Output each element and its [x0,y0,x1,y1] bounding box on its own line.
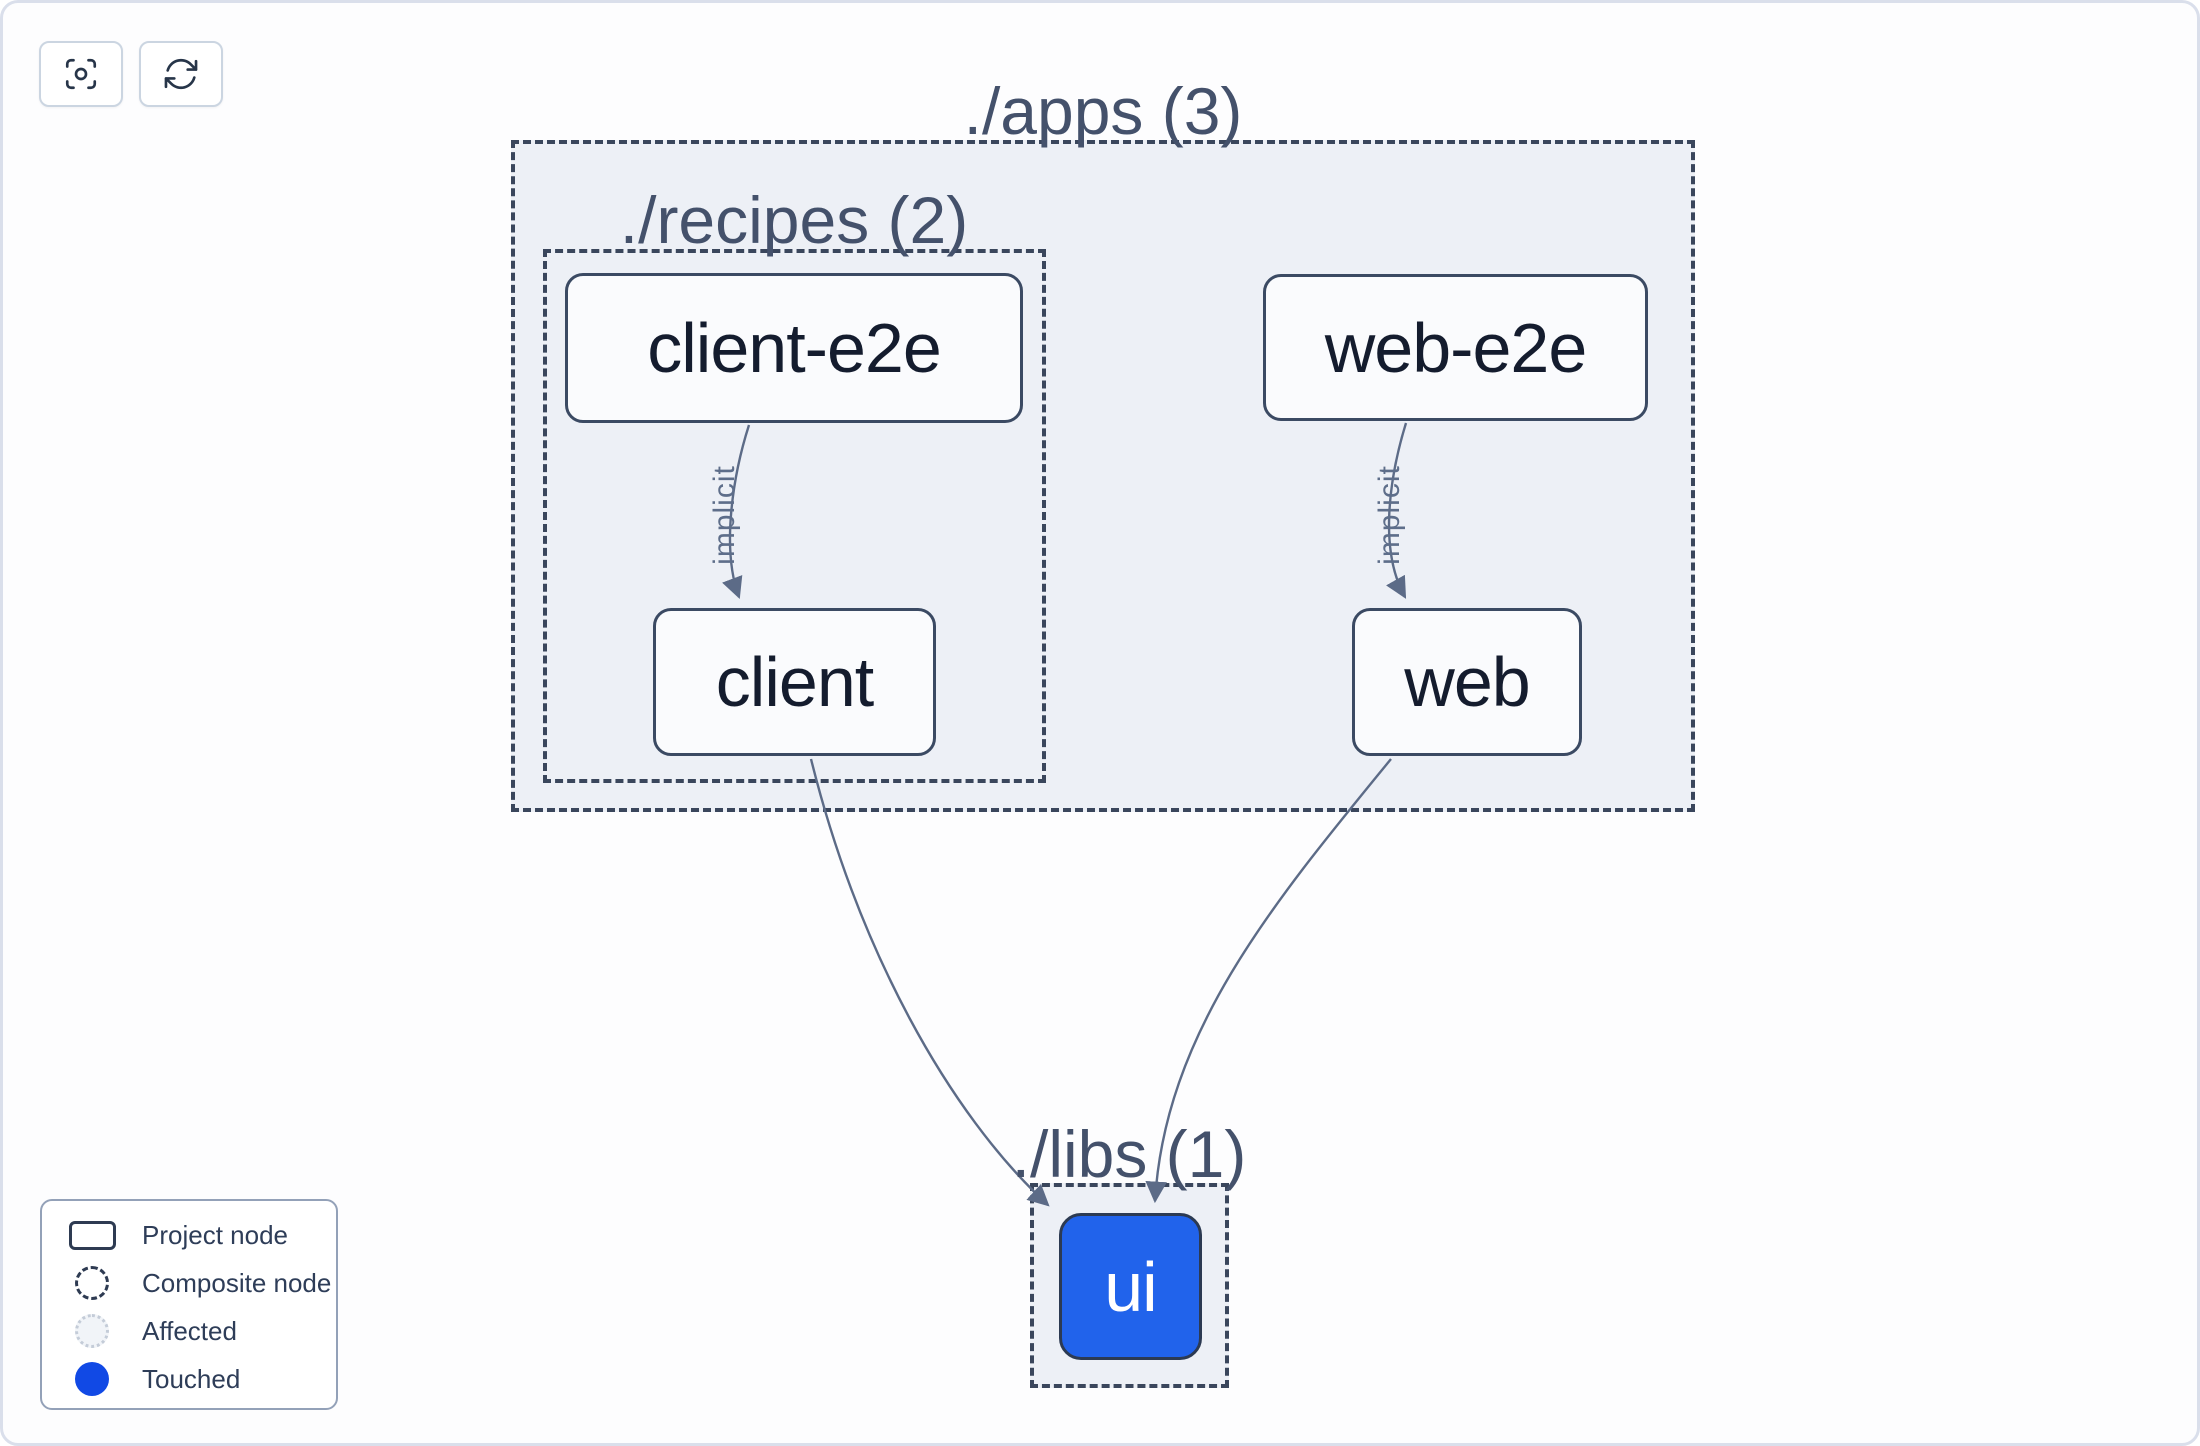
arrow-path-icon [161,54,201,94]
group-libs-label[interactable]: ./libs (1) [1011,1117,1247,1191]
affected-swatch-icon [75,1314,109,1348]
legend-item-composite-node: Composite node [42,1259,336,1307]
legend: Project node Composite node Affected Tou… [40,1199,338,1410]
center-graph-button[interactable] [39,41,123,107]
node-client-e2e-label: client-e2e [647,309,942,387]
node-client-label: client [715,643,874,721]
edge-web-to-ui[interactable] [1145,758,1392,1204]
node-ui[interactable]: ui [1059,1213,1202,1360]
refresh-button[interactable] [139,41,223,107]
edge-label-implicit-right: implicit [1373,465,1406,565]
legend-item-touched: Touched [42,1355,336,1403]
dependency-edges [722,422,1408,1207]
legend-label: Touched [142,1363,241,1394]
group-apps-label[interactable]: ./apps (3) [963,74,1243,148]
project-node-swatch-icon [68,1220,116,1250]
node-web-e2e-label: web-e2e [1324,308,1588,387]
composite-node-swatch-icon [75,1266,109,1300]
legend-label: Composite node [142,1267,332,1298]
legend-item-project-node: Project node [42,1211,336,1259]
node-web[interactable]: web [1352,608,1582,756]
node-client[interactable]: client [653,608,936,756]
edge-web-e2e-to-web[interactable] [1386,422,1408,599]
edge-label-implicit-left: implicit [708,465,741,565]
node-web-label: web [1404,643,1530,721]
edge-client-e2e-to-client[interactable] [722,424,751,600]
viewfinder-circle-icon [61,54,101,94]
legend-item-affected: Affected [42,1307,336,1355]
touched-swatch-icon [75,1362,109,1396]
legend-label: Project node [142,1219,288,1250]
node-ui-label: ui [1104,1247,1157,1326]
group-recipes-label[interactable]: ./recipes (2) [619,183,969,257]
node-web-e2e[interactable]: web-e2e [1263,274,1648,421]
node-client-e2e[interactable]: client-e2e [565,273,1023,423]
legend-label: Affected [142,1315,237,1346]
edge-client-to-ui[interactable] [809,758,1050,1207]
